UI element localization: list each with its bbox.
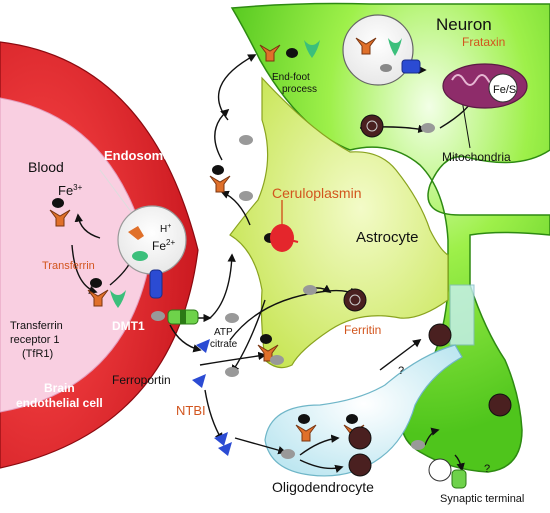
blood-label: Blood bbox=[28, 159, 64, 175]
ntbi-particles bbox=[151, 123, 435, 459]
ntbi-label: NTBI bbox=[176, 403, 206, 418]
brain-label-line2: endothelial cell bbox=[16, 396, 103, 410]
question-mark-1: ? bbox=[398, 365, 404, 377]
fe2-label: Fe2+ bbox=[152, 238, 175, 253]
synaptic-channel bbox=[451, 469, 467, 489]
mitochondria-pointer bbox=[461, 99, 471, 149]
endosome-pointer bbox=[99, 169, 133, 214]
astrocyte-label: Astrocyte bbox=[356, 229, 419, 246]
question-mark-2: ? bbox=[484, 463, 490, 475]
oligodendrocyte-cell bbox=[264, 344, 463, 477]
ferritin-label: Ferritin bbox=[344, 323, 381, 337]
neuron-cell bbox=[230, 2, 550, 473]
astrocyte-cell bbox=[229, 76, 449, 369]
transferrin-molecules bbox=[49, 44, 365, 442]
brain-label-line1: Brain bbox=[44, 381, 75, 395]
frataxin-label: Frataxin bbox=[462, 35, 505, 49]
fes-label: Fe/S bbox=[493, 84, 516, 96]
dmt1-label: DMT1 bbox=[112, 319, 145, 333]
proton-label: H+ bbox=[160, 223, 171, 235]
endosome bbox=[117, 205, 187, 275]
ceruloplasmin-protein bbox=[270, 224, 299, 252]
text-labels: Neuron Frataxin Fe/S End-foot process Mi… bbox=[10, 15, 524, 505]
ferroportin-channel bbox=[167, 309, 199, 325]
ferroportin-label: Ferroportin bbox=[112, 373, 171, 387]
end-foot-label: End-foot bbox=[272, 72, 310, 83]
mitochondria-label: Mitochondria bbox=[442, 150, 511, 164]
ntbi-transporters bbox=[192, 339, 232, 456]
tfr-label-line3: (TfR1) bbox=[22, 348, 53, 360]
mitochondrion bbox=[442, 63, 528, 109]
ferritin-particles bbox=[343, 114, 512, 482]
dmt1-neuron bbox=[401, 59, 421, 74]
endosome-label: Endosome bbox=[104, 148, 170, 163]
fe3-label: Fe3+ bbox=[58, 183, 83, 198]
tfr-label-line2: receptor 1 bbox=[10, 334, 60, 346]
neuron-label: Neuron bbox=[436, 15, 492, 34]
synaptic-terminal-label: Synaptic terminal bbox=[440, 493, 524, 505]
dmt1-channel bbox=[149, 269, 163, 299]
atp-label: ATP bbox=[214, 327, 233, 338]
process-label: process bbox=[282, 84, 317, 95]
oligodendrocyte-label: Oligodendrocyte bbox=[272, 479, 374, 495]
citrate-label: citrate bbox=[210, 339, 238, 350]
transferrin-label: Transferrin bbox=[42, 260, 95, 272]
transferrin-receptor bbox=[110, 40, 320, 308]
neuron-endosome bbox=[342, 14, 414, 86]
brain-endothelial-cell bbox=[0, 41, 199, 469]
tfr-label-line1: Transferrin bbox=[10, 320, 63, 332]
ceruloplasmin-label: Ceruloplasmin bbox=[272, 185, 361, 201]
